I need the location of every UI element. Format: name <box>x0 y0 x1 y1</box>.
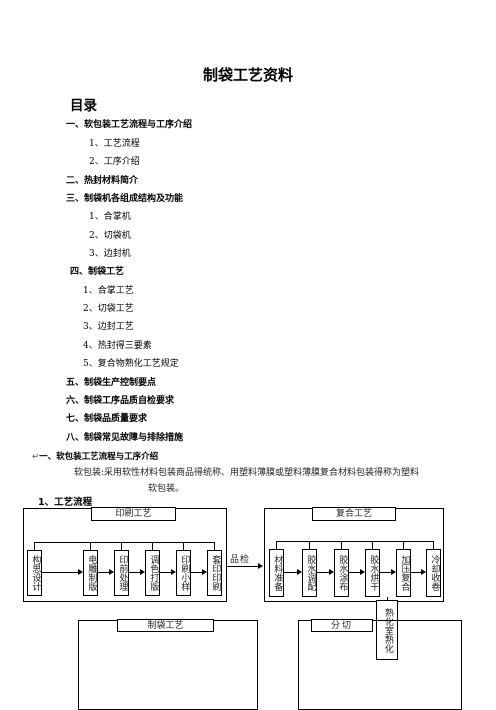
toc-item-s2[interactable]: 二、热封材料简介 <box>66 176 139 186</box>
toc-item-s4-5[interactable]: 5、复合物熟化工艺规定 <box>83 359 179 369</box>
toc-item-s1[interactable]: 一、软包装工艺流程与工序介绍 <box>66 120 193 130</box>
inspection-label: 品检 <box>230 555 251 565</box>
step-prepress: 印前处理 <box>114 550 129 596</box>
step-concept-design: 构思设计 <box>27 550 42 596</box>
toc-item-s5[interactable]: 五、制袋生产控制要点 <box>66 378 157 388</box>
arrow-right-icon <box>171 569 176 575</box>
lamination-process-frame <box>264 508 444 602</box>
step-engraving-platemaking: 电雕制版 <box>83 550 98 596</box>
toc-item-s3[interactable]: 三、制袋机各组成结构及功能 <box>66 194 184 204</box>
paragraph-mark-icon: ↵ <box>32 452 40 462</box>
arrow-right-icon <box>140 569 145 575</box>
toc-item-s4-4[interactable]: 4、热封得三要素 <box>83 341 152 351</box>
arrow-right-icon <box>109 569 114 575</box>
step-adhesive-mixing: 胶水调配 <box>302 549 317 597</box>
step-color-proofing: 调色打版 <box>145 550 160 596</box>
step-registration-printing: 套印印刷 <box>207 550 222 596</box>
arrow-right-icon <box>391 569 396 575</box>
arrow-right-icon <box>329 569 334 575</box>
toc-item-s4[interactable]: 四、制袋工艺 <box>70 267 125 277</box>
toc-item-s3-2[interactable]: 2、切袋机 <box>89 231 131 241</box>
bagmaking-process-frame <box>78 620 258 710</box>
curing-room-box: 熟化室熟化 <box>376 600 398 660</box>
toc-item-s3-3[interactable]: 3、边封机 <box>89 249 131 259</box>
toc-item-s3-1[interactable]: 1、合掌机 <box>89 212 131 222</box>
toc-item-s4-2[interactable]: 2、切袋工艺 <box>83 304 134 314</box>
step-pressure-laminating: 加压复合 <box>396 549 411 597</box>
toc-item-s8[interactable]: 八、制袋常见故障与排除措施 <box>66 433 184 443</box>
toc-item-s7[interactable]: 七、制袋品质量要求 <box>66 414 148 424</box>
slitting-process-label: 分切 <box>311 619 373 632</box>
step-material-prep: 材料准备 <box>269 549 284 597</box>
arrow-right-icon <box>360 569 365 575</box>
arrow-right-icon <box>78 569 83 575</box>
section1-paragraph-line2: 软包装。 <box>148 484 185 494</box>
step-cooling-rewinding: 冷却收卷 <box>426 549 441 597</box>
step-adhesive-coating: 胶水涂布 <box>334 549 349 597</box>
toc-item-s4-1[interactable]: 1、合掌工艺 <box>83 286 134 296</box>
flow-subheading: 1、工艺流程 <box>38 497 93 508</box>
toc-item-s1-1[interactable]: 1、工艺流程 <box>89 139 140 149</box>
toc-item-s1-2[interactable]: 2、工序介绍 <box>89 157 140 167</box>
section1-paragraph-line1: 软包装:采用软性材料包装商品得统称、用塑料薄膜或塑料薄膜复合材料包装得称为塑料 <box>74 468 420 478</box>
section1-heading: ↵一、软包装工艺流程与工序介绍 <box>32 452 159 462</box>
slitting-process-frame <box>298 620 462 710</box>
page-title: 制袋工艺资料 <box>202 66 293 84</box>
bagmaking-process-label: 制袋工艺 <box>117 619 214 632</box>
toc-item-s4-3[interactable]: 3、边封工艺 <box>83 322 134 332</box>
toc-heading: 目录 <box>70 98 97 114</box>
arrow-right-icon <box>421 569 426 575</box>
arrow-right-icon <box>202 569 207 575</box>
arrow-right-icon <box>297 569 302 575</box>
printing-process-label: 印刷工艺 <box>91 507 176 521</box>
step-print-sample: 印刷小样 <box>176 550 191 596</box>
toc-item-s6[interactable]: 六、制袋工序品质自检要求 <box>66 396 175 406</box>
arrow-right-icon <box>258 563 263 569</box>
lamination-process-label: 复合工艺 <box>312 507 396 521</box>
step-adhesive-drying: 胶水烘干 <box>365 549 380 597</box>
